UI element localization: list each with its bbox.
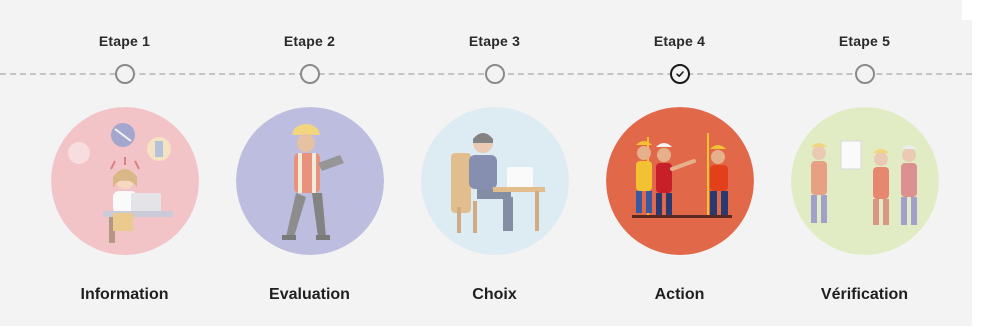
step-3-marker[interactable] [484,64,505,84]
corner-notch [962,0,982,20]
step-4[interactable]: Etape 4 [587,0,772,326]
step-4-marker[interactable] [669,64,690,84]
workers-checking-icon [790,107,939,255]
step-1[interactable]: Etape 1 Information [32,0,217,326]
step-3-title: Choix [472,286,517,303]
step-2-title: Evaluation [269,286,350,303]
worker-with-clipboard-icon [235,107,384,255]
step-1-marker[interactable] [114,64,135,84]
man-at-desk-icon [420,107,569,255]
step-1-title: Information [80,286,169,303]
step-4-label: Etape 4 [653,33,706,49]
step-3[interactable]: Etape 3 Choix [402,0,587,326]
woman-at-laptop-icon [50,107,199,255]
check-icon [675,71,684,77]
step-2-marker[interactable] [299,64,320,84]
step-5-label: Etape 5 [838,33,891,49]
step-5[interactable]: Etape 5 Vérifi [772,0,957,326]
step-3-label: Etape 3 [468,33,521,49]
step-4-title: Action [654,286,705,303]
step-1-label: Etape 1 [98,33,151,49]
step-2[interactable]: Etape 2 Evaluation [217,0,402,326]
workers-in-action-icon [605,107,754,255]
step-2-label: Etape 2 [283,33,336,49]
steps-panel: Etape 1 Information Etape 2 [0,0,972,326]
step-5-marker[interactable] [854,64,875,84]
step-5-title: Vérification [820,286,909,303]
